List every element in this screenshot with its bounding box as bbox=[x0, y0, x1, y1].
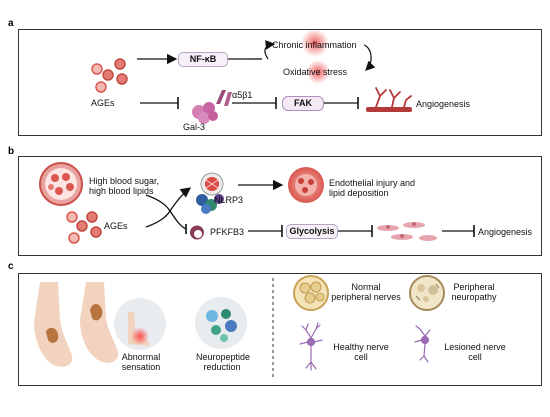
neuropeptide-reduction-label: Neuropeptide reduction bbox=[196, 352, 251, 372]
panel-b-frame bbox=[18, 156, 542, 256]
healthy-neuron-icon bbox=[299, 322, 323, 371]
abnormal-sensation-icon bbox=[114, 298, 166, 350]
arrow-inflammation-oxidative bbox=[363, 44, 376, 71]
gal3-label: Gal-3 bbox=[183, 122, 206, 132]
lesioned-nerve-cell-label: Lesioned nerve cell bbox=[444, 342, 506, 362]
glycolysis-box: Glycolysis bbox=[286, 224, 338, 239]
ages-cluster-icon bbox=[91, 58, 128, 93]
endothelial-injury-label: Endothelial injury and lipid deposition bbox=[329, 178, 416, 198]
diabetic-feet-icon bbox=[34, 282, 119, 367]
panel-b-letter: b bbox=[8, 146, 15, 157]
panel-c-letter: c bbox=[8, 261, 14, 272]
ages-label-a: AGEs bbox=[91, 98, 115, 108]
fak-box: FAK bbox=[282, 96, 324, 111]
peripheral-neuropathy-label: Peripheral neuropathy bbox=[451, 282, 497, 302]
angiogenesis-vessel-icon bbox=[366, 87, 412, 112]
oxidative-glow bbox=[306, 60, 330, 84]
healthy-nerve-cell-label: Healthy nerve cell bbox=[333, 342, 389, 362]
arrow-nfkb-inflammation bbox=[264, 40, 276, 60]
panel-b-graphics bbox=[39, 162, 475, 244]
chronic-inflammation-label: Chronic inflammation bbox=[272, 40, 357, 50]
angiogenesis-label-a: Angiogenesis bbox=[416, 99, 471, 109]
pfkfb3-label: PFKFB3 bbox=[210, 227, 245, 237]
endothelial-cells-icon bbox=[377, 222, 437, 241]
panel-c-frame bbox=[18, 273, 542, 386]
angiogenesis-label-b: Angiogenesis bbox=[478, 227, 533, 237]
integrin-label: α5β1 bbox=[232, 90, 253, 100]
arrow-to-nlrp3 bbox=[169, 187, 192, 212]
oxidative-stress-label: Oxidative stress bbox=[283, 67, 348, 77]
gal3-protein-icon bbox=[192, 102, 218, 124]
inflammation-glow bbox=[301, 29, 329, 57]
lesioned-neuron-icon bbox=[414, 325, 431, 363]
endothelial-vessel-icon bbox=[288, 167, 324, 203]
high-blood-sugar-label: High blood sugar, high blood lipids bbox=[89, 176, 160, 196]
neuropeptide-icon bbox=[195, 297, 247, 349]
ages-cluster-icon-b bbox=[66, 211, 102, 244]
pfkfb3-protein-icon bbox=[190, 225, 204, 240]
panel-a-frame bbox=[18, 29, 542, 136]
abnormal-sensation-label: Abnormal sensation bbox=[121, 352, 161, 372]
panel-a-graphics bbox=[91, 29, 412, 124]
nlrp3-inflammasome-icon bbox=[196, 172, 224, 214]
integrin-a5b1-icon bbox=[216, 90, 232, 106]
panel-a-letter: a bbox=[8, 18, 14, 29]
neuropathy-nerve-cross-section-icon bbox=[409, 275, 445, 311]
nfkb-box: NF-κB bbox=[178, 52, 228, 67]
normal-nerve-cross-section-icon bbox=[293, 275, 329, 311]
panel-c-graphics bbox=[34, 275, 445, 380]
normal-peripheral-nerves-label: Normal peripheral nerves bbox=[331, 282, 401, 302]
ages-label-b: AGEs bbox=[104, 221, 128, 231]
line-to-pfkfb3 bbox=[169, 210, 187, 230]
blood-vessel-cross-section-icon bbox=[39, 162, 83, 206]
nlrp3-label: NLRP3 bbox=[214, 195, 244, 205]
